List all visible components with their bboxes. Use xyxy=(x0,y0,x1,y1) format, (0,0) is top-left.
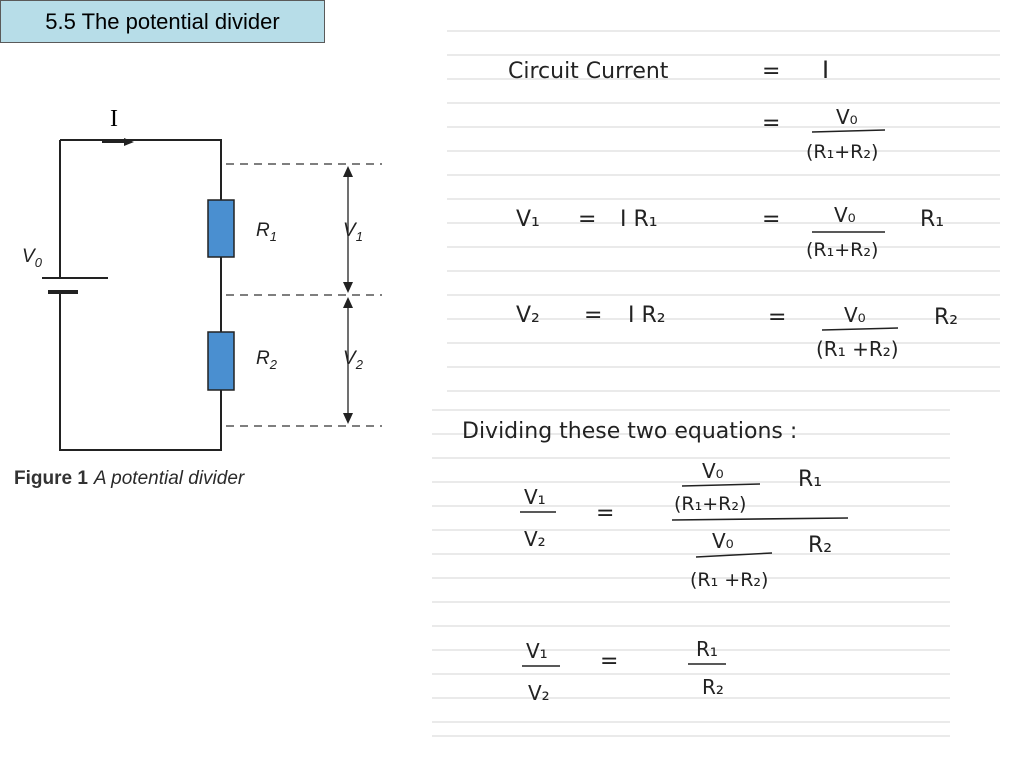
fraction-numerator: V₀ xyxy=(834,203,856,227)
r2-label: R2 xyxy=(256,348,278,372)
v1-over-v2-numerator: V₁ xyxy=(526,639,548,663)
wire-top xyxy=(60,139,222,200)
r1-over-r2-numerator: R₁ xyxy=(696,637,718,661)
ir1-term: I R₁ xyxy=(620,207,658,232)
r2-factor: R₂ xyxy=(934,305,958,330)
r1-label: R1 xyxy=(256,220,277,244)
fraction-bar xyxy=(821,327,899,331)
v2-arrow-up-icon xyxy=(343,297,353,308)
equals-sign: = xyxy=(584,303,602,328)
v1-symbol: V₁ xyxy=(516,207,540,232)
v2-arrow-down-icon xyxy=(343,413,353,424)
fraction-numerator: V₀ xyxy=(702,459,724,483)
figure-caption-text: A potential divider xyxy=(93,468,245,489)
r2-factor: R₂ xyxy=(808,533,832,558)
equals-sign: = xyxy=(762,207,780,232)
equals-sign: = xyxy=(578,207,596,232)
r1-over-r2-denominator: R₂ xyxy=(702,675,724,699)
slide-title: 5.5 The potential divider xyxy=(0,0,325,43)
source-label: V0 xyxy=(22,246,43,270)
resistor-r1 xyxy=(207,199,235,258)
equals-sign: = xyxy=(762,59,780,84)
figure-number: Figure 1 xyxy=(14,468,88,489)
v2-symbol: V₂ xyxy=(516,303,540,328)
wire-bottom xyxy=(59,292,222,451)
circuit-diagram: V0 R1 R2 V1 V2 xyxy=(22,138,382,451)
v2-label: V2 xyxy=(343,348,364,372)
current-symbol: I xyxy=(822,56,829,84)
equals-sign: = xyxy=(768,305,786,330)
r1-factor: R₁ xyxy=(798,467,822,492)
circuit-current-label: Circuit Current xyxy=(508,59,669,84)
fraction-numerator: V₀ xyxy=(836,105,858,129)
fraction-bar xyxy=(681,483,761,487)
r1-factor: R₁ xyxy=(920,207,944,232)
v1-arrow-down-icon xyxy=(343,282,353,293)
fraction-denominator: (R₁+R₂) xyxy=(806,141,878,163)
equals-sign: = xyxy=(596,501,614,526)
resistor-r2 xyxy=(207,331,235,391)
v1-label: V1 xyxy=(343,220,363,244)
notebook-page-1-lines xyxy=(447,30,1000,392)
main-fraction-bar xyxy=(671,517,849,521)
current-arrow-icon xyxy=(124,138,134,146)
v1-over-v2-denominator: V₂ xyxy=(528,681,550,705)
current-label: I xyxy=(110,106,118,132)
fraction-bar xyxy=(695,552,773,558)
fraction-denominator: (R₁+R₂) xyxy=(806,239,878,261)
v1-over-v2-denominator: V₂ xyxy=(524,527,546,551)
fraction-numerator: V₀ xyxy=(712,529,734,553)
equals-sign: = xyxy=(600,649,618,674)
fraction-numerator: V₀ xyxy=(844,303,866,327)
ir2-term: I R₂ xyxy=(628,303,666,328)
v1-over-v2-numerator: V₁ xyxy=(524,485,546,509)
equals-sign: = xyxy=(762,111,780,136)
fraction-denominator: (R₁+R₂) xyxy=(674,493,746,515)
dividing-heading: Dividing these two equations : xyxy=(462,419,797,444)
fraction-denominator: (R₁ +R₂) xyxy=(690,569,768,591)
notebook-page-2-lines xyxy=(432,409,950,737)
fraction-denominator: (R₁ +R₂) xyxy=(816,337,899,361)
v1-arrow-up-icon xyxy=(343,166,353,177)
fraction-bar xyxy=(811,129,886,133)
